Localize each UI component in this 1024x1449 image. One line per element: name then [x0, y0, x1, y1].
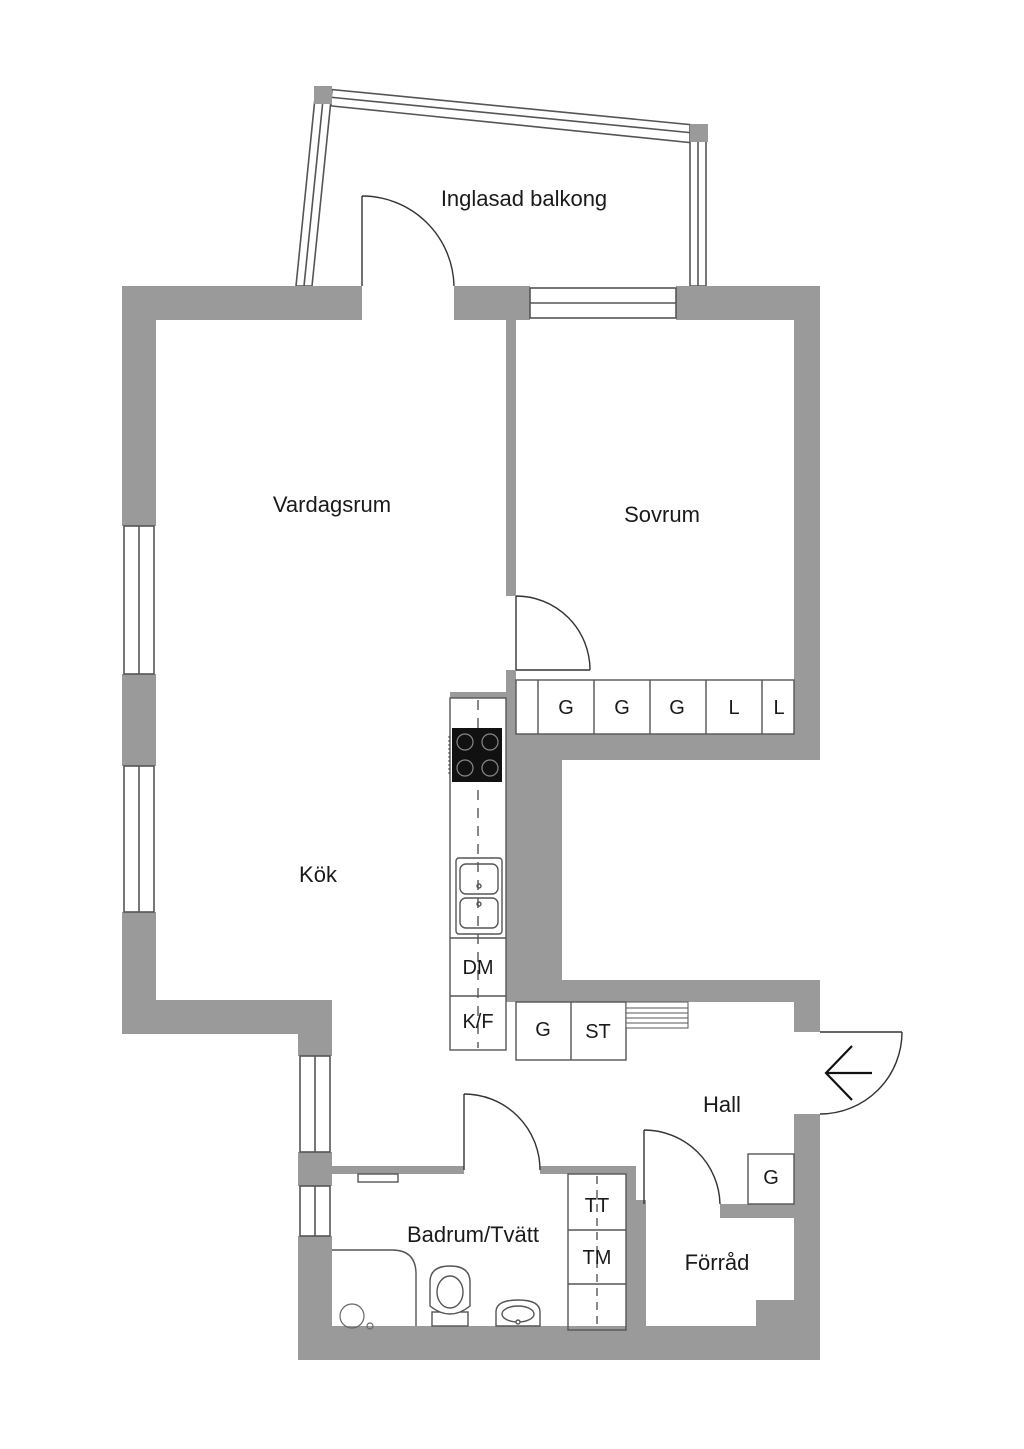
- dryer-label: TT: [585, 1195, 609, 1217]
- washbasin-icon: [495, 1299, 541, 1327]
- hall-storage-label: ST: [585, 1021, 611, 1043]
- windows: [123, 287, 677, 1237]
- entrance-arrow-icon: [824, 1045, 872, 1101]
- room-label-living: Vardagsrum: [273, 492, 391, 517]
- walls: [122, 286, 820, 1360]
- wardrobe-label: G: [558, 697, 574, 719]
- wardrobe-label: L: [728, 697, 739, 719]
- dishwasher-label: DM: [462, 957, 493, 979]
- balcony-glazing: [295, 87, 707, 287]
- radiator-icon: [625, 1001, 689, 1029]
- wardrobe-label: L: [773, 697, 784, 719]
- sink-icon: [455, 857, 503, 935]
- stove-icon: [448, 728, 502, 782]
- wardrobe-label: G: [669, 697, 685, 719]
- toilet-icon: [429, 1265, 471, 1327]
- hall-closet-label: G: [763, 1167, 779, 1189]
- wardrobe-label: G: [614, 697, 630, 719]
- floor-drain-icon: [339, 1303, 374, 1330]
- balcony-post: [314, 86, 332, 104]
- interior-walls: [332, 320, 646, 1330]
- room-label-bathroom: Badrum/Tvätt: [407, 1222, 539, 1247]
- room-label-bedroom: Sovrum: [624, 502, 700, 527]
- doors: [361, 195, 903, 1205]
- room-label-kitchen: Kök: [299, 862, 338, 887]
- bedroom-wardrobes: [515, 679, 795, 735]
- hall-units: [515, 1001, 795, 1205]
- balcony-post: [690, 124, 708, 142]
- fridge-freezer-label: K/F: [462, 1011, 493, 1033]
- hall-wardrobe-label: G: [535, 1019, 551, 1041]
- room-label-hall: Hall: [703, 1092, 741, 1117]
- room-label-storage: Förråd: [685, 1250, 750, 1275]
- room-label-balcony: Inglasad balkong: [441, 186, 607, 211]
- bathroom-fixtures: [332, 1173, 627, 1331]
- washer-label: TM: [583, 1247, 612, 1269]
